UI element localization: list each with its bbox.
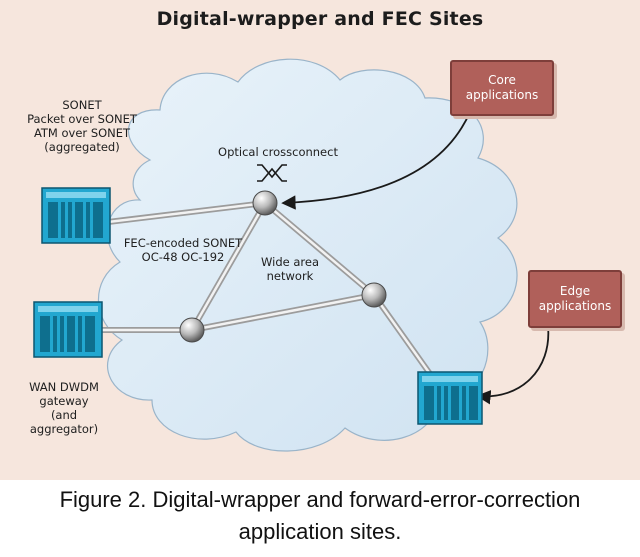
node-left bbox=[179, 317, 205, 343]
caption-line1: Figure 2. Digital-wrapper and forward-er… bbox=[59, 487, 581, 512]
core-box-line2: applications bbox=[465, 88, 539, 102]
sonet-label-line4: (aggregated) bbox=[44, 140, 120, 154]
optical-crossconnect-label: Optical crossconnect bbox=[218, 145, 338, 159]
fec-label-block: FEC-encoded SONET OC-48 OC-192 bbox=[118, 236, 248, 264]
application-arrows bbox=[281, 111, 550, 405]
node-right bbox=[361, 282, 387, 308]
caption-line2: application sites. bbox=[238, 519, 402, 544]
network-diagram bbox=[33, 58, 550, 452]
wide-area-label-line1: Wide area bbox=[261, 255, 319, 269]
edge-box-line2: applications bbox=[538, 299, 612, 313]
node-crossconnect bbox=[252, 190, 278, 216]
edge-equipment-icon bbox=[417, 371, 483, 425]
edge-box-line1: Edge bbox=[559, 284, 591, 298]
crossconnect-icon bbox=[257, 164, 287, 182]
wide-area-label-block: Wide area network bbox=[250, 255, 330, 283]
fec-label-line2: OC-48 OC-192 bbox=[141, 250, 225, 264]
sonet-equipment-icon bbox=[41, 187, 111, 244]
core-applications-box: Core applications bbox=[450, 60, 554, 116]
fec-label-line1: FEC-encoded SONET bbox=[123, 236, 243, 250]
sonet-label-line3: ATM over SONET bbox=[33, 126, 131, 140]
wan-label-line1: WAN DWDM bbox=[29, 380, 99, 394]
wan-label-line3: (and bbox=[50, 408, 78, 422]
wan-label-line2: gateway bbox=[39, 394, 89, 408]
sonet-label-line1: SONET bbox=[62, 98, 102, 112]
edge-applications-box: Edge applications bbox=[528, 270, 622, 328]
wide-area-label-line2: network bbox=[266, 269, 314, 283]
sonet-label-block: SONET Packet over SONET ATM over SONET (… bbox=[22, 98, 142, 154]
figure-caption: Figure 2. Digital-wrapper and forward-er… bbox=[0, 484, 640, 548]
wan-label-line4: aggregator) bbox=[29, 422, 99, 436]
wan-label-block: WAN DWDM gateway (and aggregator) bbox=[14, 380, 114, 436]
core-box-line1: Core bbox=[488, 73, 516, 87]
diagram-title: Digital-wrapper and FEC Sites bbox=[156, 8, 484, 30]
diagram-figure: Digital-wrapper and FEC Sites SONET Pack… bbox=[0, 0, 640, 480]
wan-dwdm-gateway-icon bbox=[33, 301, 103, 358]
sonet-label-line2: Packet over SONET bbox=[27, 112, 137, 126]
